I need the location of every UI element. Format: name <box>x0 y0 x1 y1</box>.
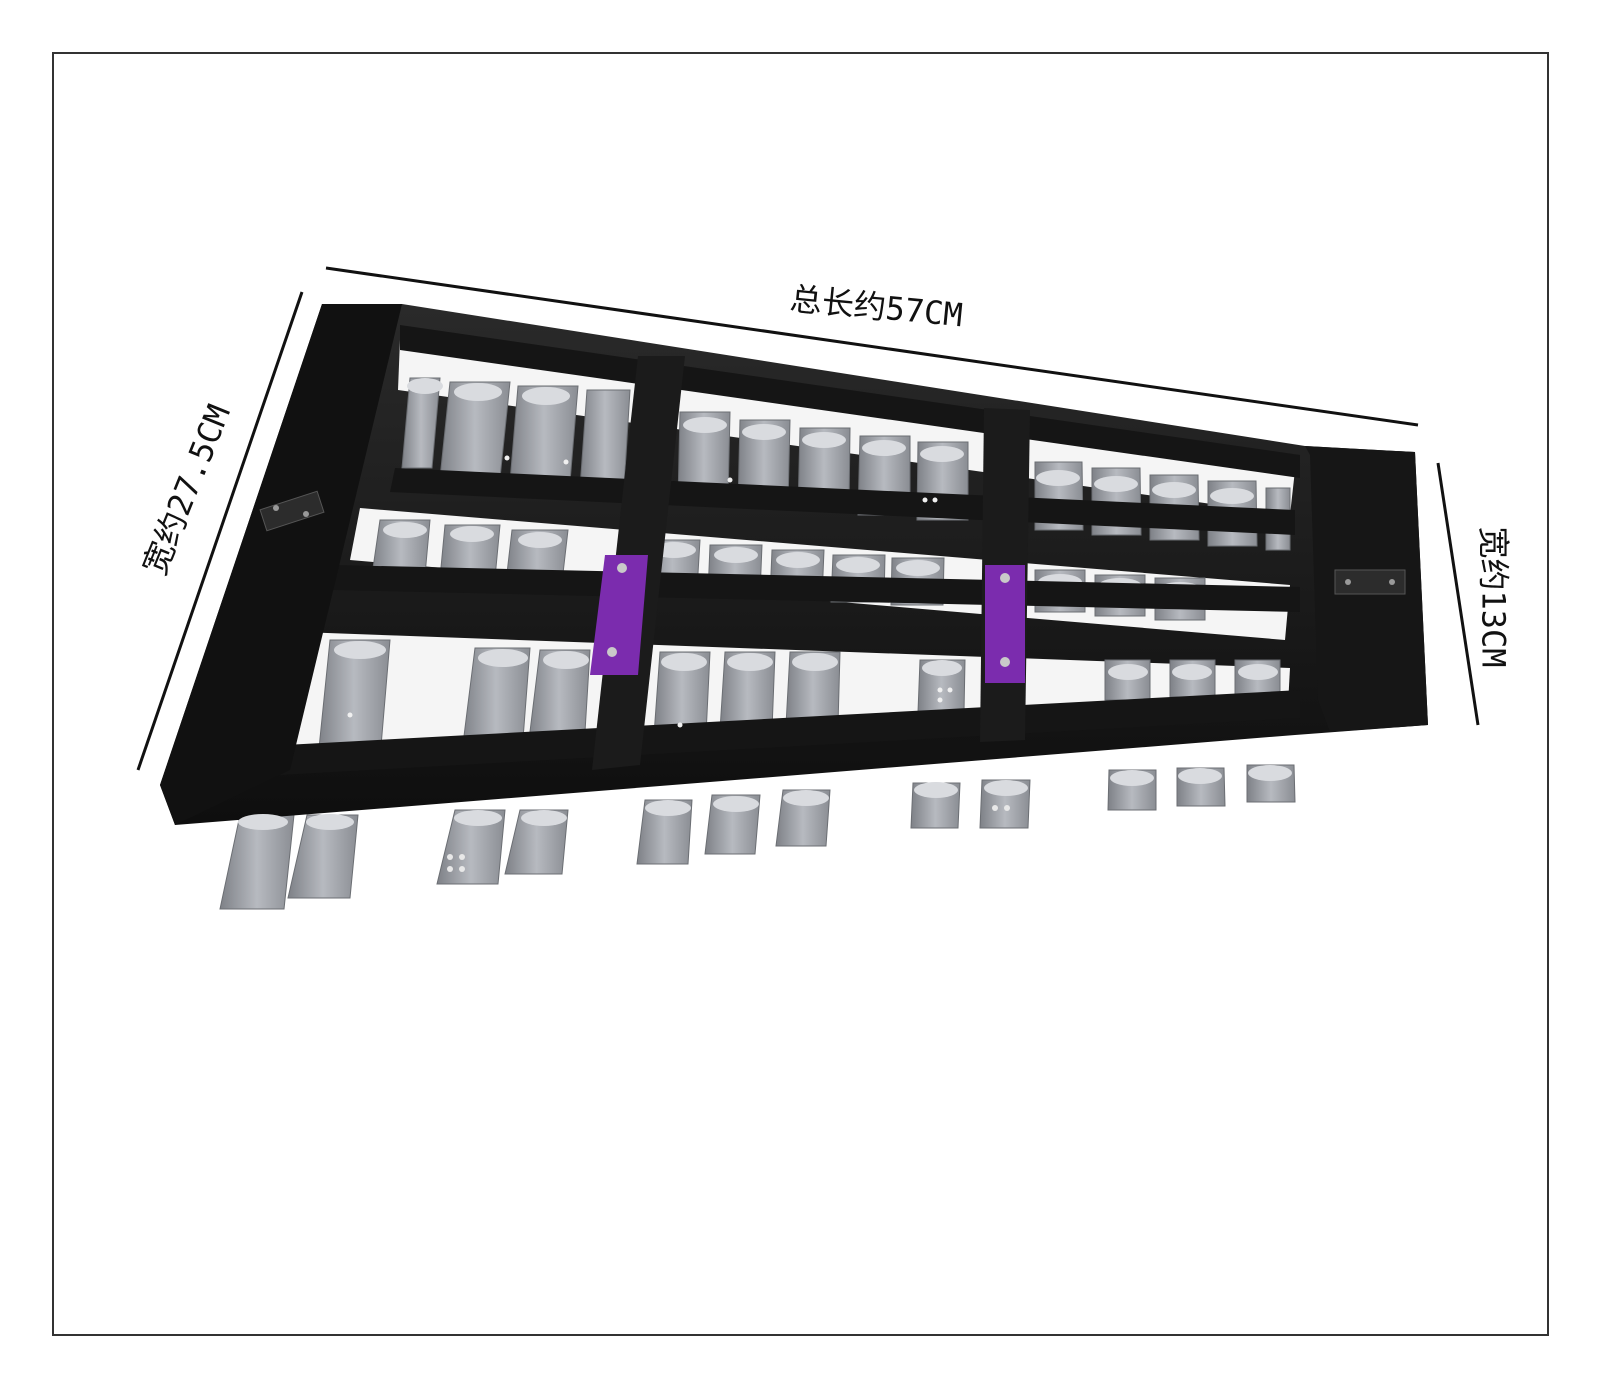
length-dimension-line <box>325 266 1419 427</box>
lower-bar-rivets <box>447 805 1010 872</box>
width-large-dimension-line <box>136 291 304 771</box>
purple-bracket-right <box>985 565 1025 683</box>
hinge-right <box>1334 569 1406 595</box>
hinge-left <box>259 490 325 532</box>
bar-rivets <box>347 455 953 728</box>
bar-caps <box>238 378 1292 830</box>
purple-bracket-left <box>590 555 648 675</box>
width-small-dimension-line <box>1436 462 1480 726</box>
lower-bar-ends <box>219 764 1296 910</box>
left-end-block <box>160 304 402 825</box>
width-small-label: 宽约13CM <box>1474 526 1513 668</box>
frame-rails <box>280 325 1300 775</box>
